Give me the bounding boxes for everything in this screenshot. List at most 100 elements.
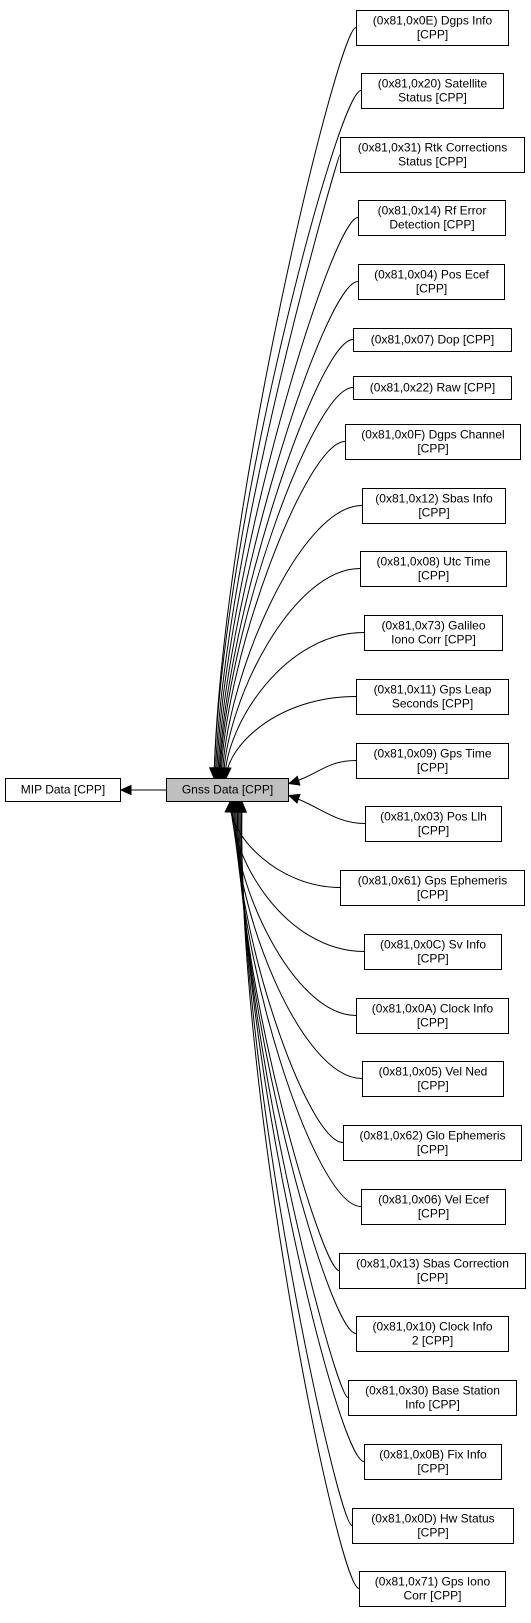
node-gps-leap-seconds-label-line: Seconds [CPP] — [392, 697, 473, 711]
node-mip-data[interactable]: MIP Data [CPP] — [5, 778, 121, 802]
node-gps-time-label-line: [CPP] — [417, 761, 448, 775]
edge-dop — [218, 339, 354, 779]
node-dop-box[interactable] — [353, 328, 512, 352]
node-vel-ned[interactable]: (0x81,0x05) Vel Ned[CPP] — [362, 1061, 504, 1097]
node-galileo-iono-corr-label-line: Iono Corr [CPP] — [391, 633, 476, 647]
node-dgps-info[interactable]: (0x81,0x0E) Dgps Info[CPP] — [356, 10, 509, 46]
node-glo-ephemeris[interactable]: (0x81,0x62) Glo Ephemeris[CPP] — [343, 1125, 522, 1161]
node-dgps-channel-label-line: [CPP] — [417, 442, 448, 456]
node-clock-info[interactable]: (0x81,0x0A) Clock Info[CPP] — [356, 998, 509, 1034]
node-pos-llh-label-line: [CPP] — [418, 824, 449, 838]
arrow-head-gps-time — [287, 775, 301, 786]
node-dop[interactable]: (0x81,0x07) Dop [CPP] — [353, 328, 512, 352]
node-gps-leap-seconds-box[interactable] — [356, 679, 509, 715]
edge-rf-error-detection — [216, 217, 359, 779]
node-gps-time-box[interactable] — [356, 743, 509, 779]
node-utc-time-label-line: [CPP] — [418, 569, 449, 583]
node-mip-data-box[interactable] — [5, 778, 121, 802]
node-hw-status-box[interactable] — [352, 1508, 514, 1544]
node-rf-error-detection-box[interactable] — [358, 200, 506, 236]
node-hw-status-label-line: (0x81,0x0D) Hw Status — [371, 1512, 494, 1526]
arrow-head-pos-llh — [287, 793, 301, 804]
node-utc-time[interactable]: (0x81,0x08) Utc Time[CPP] — [360, 551, 507, 587]
edge-sbas-correction — [237, 801, 340, 1271]
node-dgps-info-label-line: [CPP] — [417, 28, 448, 42]
node-sbas-info[interactable]: (0x81,0x12) Sbas Info[CPP] — [362, 488, 506, 524]
node-sv-info-box[interactable] — [364, 934, 502, 970]
node-rtk-corrections-status-label-line: (0x81,0x31) Rtk Corrections — [358, 141, 507, 155]
node-utc-time-label-line: (0x81,0x08) Utc Time — [376, 555, 490, 569]
node-pos-ecef[interactable]: (0x81,0x04) Pos Ecef[CPP] — [358, 264, 505, 300]
node-raw-label-line: (0x81,0x22) Raw [CPP] — [370, 381, 495, 395]
node-galileo-iono-corr-box[interactable] — [364, 615, 503, 651]
edge-sbas-info — [221, 505, 363, 779]
node-dgps-info-box[interactable] — [356, 10, 509, 46]
node-sbas-info-label-line: (0x81,0x12) Sbas Info — [375, 492, 493, 506]
node-pos-llh-label-line: (0x81,0x03) Pos Llh — [380, 810, 487, 824]
node-dgps-channel-box[interactable] — [345, 424, 521, 460]
node-fix-info-box[interactable] — [364, 1444, 502, 1480]
edge-raw — [219, 387, 354, 779]
node-clock-info-2-label-line: 2 [CPP] — [412, 1334, 453, 1348]
node-hw-status[interactable]: (0x81,0x0D) Hw Status[CPP] — [352, 1508, 514, 1544]
node-clock-info-box[interactable] — [356, 998, 509, 1034]
node-gps-iono-corr-box[interactable] — [359, 1571, 506, 1607]
node-vel-ecef-label-line: (0x81,0x06) Vel Ecef — [378, 1193, 489, 1207]
node-dgps-info-label-line: (0x81,0x0E) Dgps Info — [373, 14, 493, 28]
node-sbas-correction[interactable]: (0x81,0x13) Sbas Correction[CPP] — [339, 1253, 526, 1289]
node-raw[interactable]: (0x81,0x22) Raw [CPP] — [353, 376, 512, 400]
edge-clock-info — [232, 801, 357, 1016]
node-vel-ecef-box[interactable] — [361, 1189, 506, 1225]
node-gnss-data-current-label-line: Gnss Data [CPP] — [182, 783, 273, 797]
edge-hw-status — [241, 801, 353, 1526]
node-pos-ecef-box[interactable] — [358, 264, 505, 300]
node-fix-info[interactable]: (0x81,0x0B) Fix Info[CPP] — [364, 1444, 502, 1480]
edge-rtk-corrections-status — [214, 154, 341, 779]
node-gnss-data-current-box — [166, 778, 289, 802]
node-sbas-correction-label-line: [CPP] — [417, 1271, 448, 1285]
node-base-station-info-label-line: Info [CPP] — [405, 1398, 460, 1412]
node-base-station-info-label-line: (0x81,0x30) Base Station — [365, 1384, 500, 1398]
node-sbas-info-box[interactable] — [362, 488, 506, 524]
node-vel-ecef[interactable]: (0x81,0x06) Vel Ecef[CPP] — [361, 1189, 506, 1225]
node-pos-llh[interactable]: (0x81,0x03) Pos Llh[CPP] — [365, 806, 502, 842]
edge-gps-time — [288, 760, 357, 784]
node-clock-info-2-box[interactable] — [356, 1316, 509, 1352]
node-gps-ephemeris[interactable]: (0x81,0x61) Gps Ephemeris[CPP] — [340, 870, 525, 906]
edge-gps-iono-corr — [241, 801, 360, 1589]
diagram-edges — [119, 27, 366, 1589]
node-rtk-corrections-status-box[interactable] — [340, 137, 525, 173]
node-glo-ephemeris-box[interactable] — [343, 1125, 522, 1161]
node-pos-llh-box[interactable] — [365, 806, 502, 842]
node-dgps-channel[interactable]: (0x81,0x0F) Dgps Channel[CPP] — [345, 424, 521, 460]
node-raw-box[interactable] — [353, 376, 512, 400]
node-gnss-data-current: Gnss Data [CPP] — [166, 778, 289, 802]
node-rf-error-detection-label-line: Detection [CPP] — [389, 218, 474, 232]
node-dgps-channel-label-line: (0x81,0x0F) Dgps Channel — [361, 428, 504, 442]
edge-pos-llh — [288, 795, 366, 824]
node-sv-info[interactable]: (0x81,0x0C) Sv Info[CPP] — [364, 934, 502, 970]
node-satellite-status-box[interactable] — [361, 73, 504, 109]
node-satellite-status-label-line: (0x81,0x20) Satellite — [378, 77, 488, 91]
node-sbas-correction-box[interactable] — [339, 1253, 526, 1289]
edge-pos-ecef — [217, 281, 359, 779]
node-gps-ephemeris-box[interactable] — [340, 870, 525, 906]
node-sbas-correction-label-line: (0x81,0x13) Sbas Correction — [356, 1257, 509, 1271]
node-base-station-info-box[interactable] — [348, 1380, 517, 1416]
node-gps-time[interactable]: (0x81,0x09) Gps Time[CPP] — [356, 743, 509, 779]
node-gps-ephemeris-label-line: [CPP] — [417, 888, 448, 902]
arrow-head-parent — [119, 784, 132, 796]
node-vel-ned-box[interactable] — [362, 1061, 504, 1097]
edge-gps-leap-seconds — [225, 696, 357, 779]
node-utc-time-box[interactable] — [360, 551, 507, 587]
node-mip-data-label-line: MIP Data [CPP] — [21, 783, 105, 797]
arrow-head-gps-leap-seconds — [221, 767, 232, 780]
